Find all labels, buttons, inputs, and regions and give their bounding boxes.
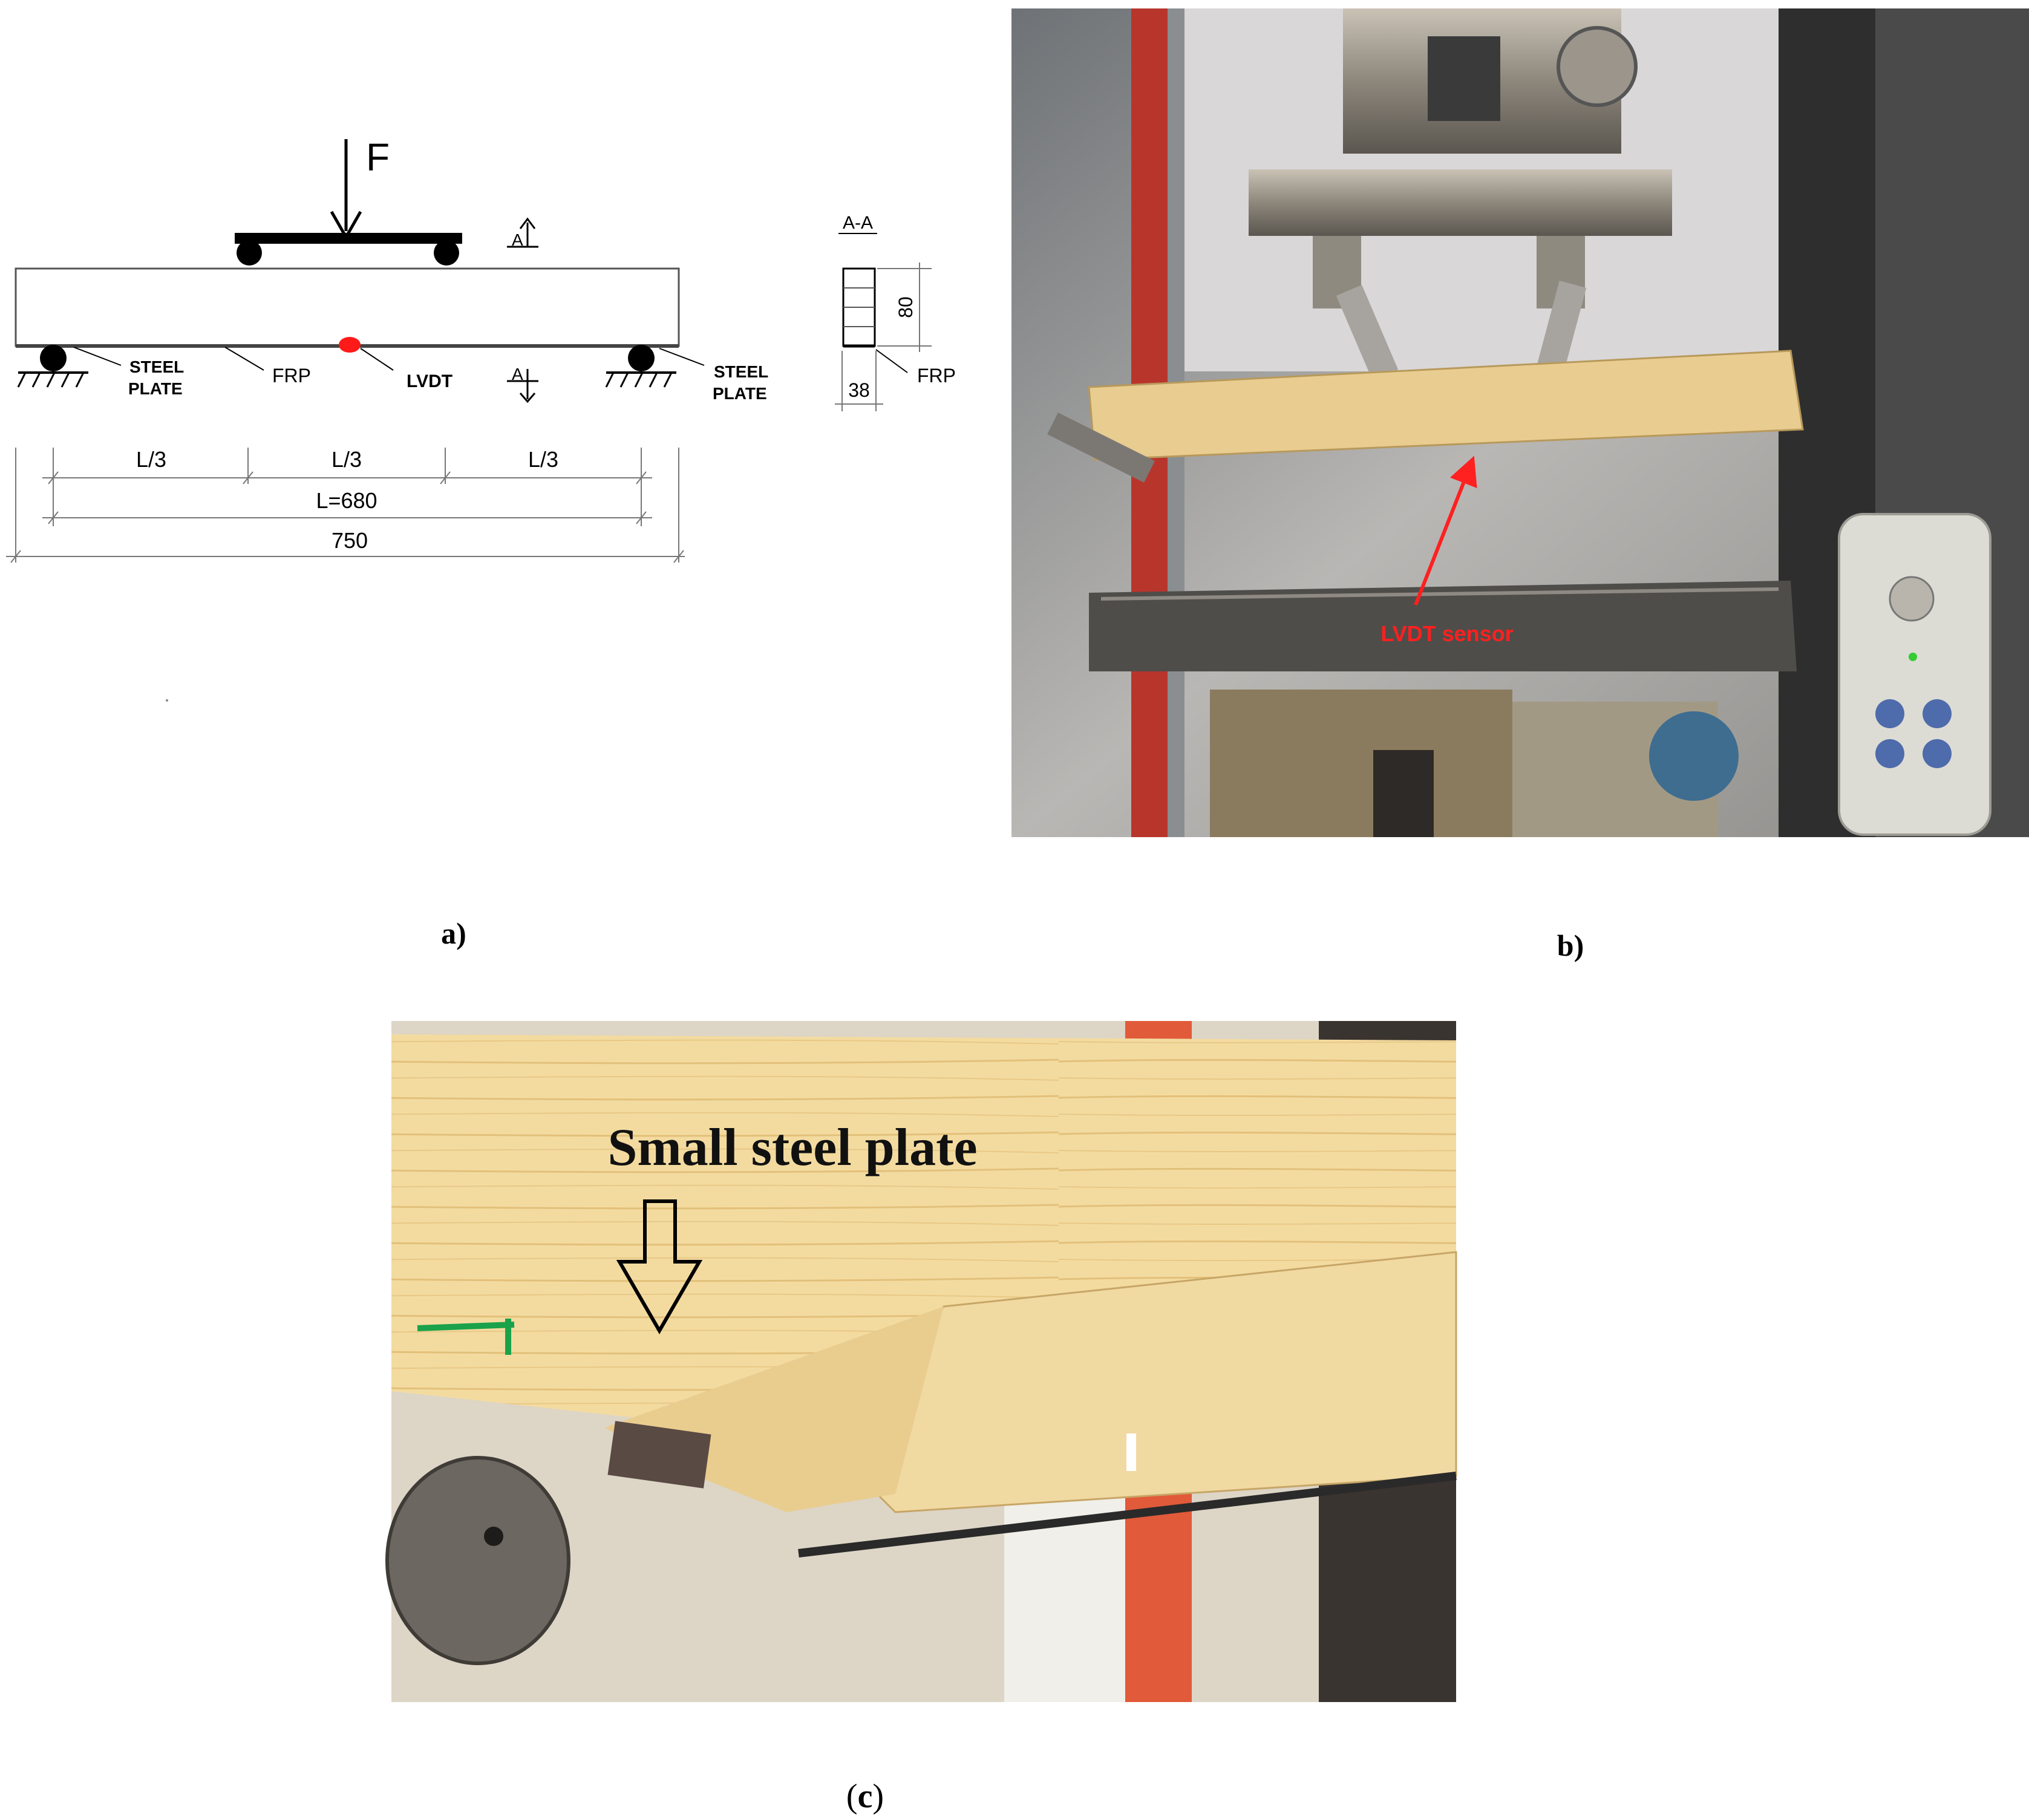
span-label-1: L/3	[136, 447, 166, 472]
frp-label: FRP	[272, 365, 311, 387]
left-support	[17, 345, 88, 388]
right-support	[605, 345, 676, 388]
overall-length-label: 750	[332, 528, 368, 553]
green-marker	[417, 1319, 515, 1355]
force-label: F	[366, 135, 390, 179]
section-height-label: 80	[895, 296, 916, 318]
load-roller-right	[434, 240, 459, 266]
small-steel-plate	[607, 1421, 711, 1489]
lvdt-sensor-arrow	[1414, 455, 1477, 606]
panel-a-caption: a)	[441, 916, 466, 950]
svg-text:A: A	[512, 365, 523, 383]
panel-a-diagram: F STEEL	[6, 135, 956, 950]
section-frp-label: FRP	[917, 365, 956, 387]
section-marker-bottom: A	[507, 365, 538, 403]
load-roller-right-photo	[1535, 281, 1587, 379]
lvdt-sensor-annotation: LVDT sensor	[1380, 621, 1513, 646]
lvdt-label: LVDT	[407, 371, 453, 391]
panel-c-caption: (c)	[846, 1778, 884, 1815]
steel-plate-left-label-1: STEEL	[129, 357, 184, 376]
lower-base	[1210, 690, 1512, 837]
lvdt-dot	[339, 337, 361, 353]
panel-c-photo: Small steel plate (c)	[385, 1021, 1457, 1815]
steel-plate-right-label-2: PLATE	[713, 384, 767, 403]
steel-plate-right-label-1: STEEL	[714, 362, 768, 381]
timber-beam	[15, 267, 680, 347]
white-mark	[1126, 1433, 1136, 1471]
lvdt-leader	[360, 348, 394, 371]
load-roller-left	[237, 240, 262, 266]
support-roller-left-photo	[1047, 413, 1155, 483]
steel-plate-annotation: Small steel plate	[607, 1118, 977, 1177]
section-dimensions	[835, 263, 932, 411]
timber-beam-upper	[391, 1034, 1456, 1440]
span-total-label: L=680	[316, 488, 377, 513]
cross-section	[842, 267, 876, 348]
panel-b-photo: LVDT sensor b)	[1011, 8, 2029, 962]
section-width-label: 38	[848, 379, 870, 401]
frp-leader	[224, 347, 264, 371]
support-roller-photo	[385, 1456, 570, 1665]
svg-text:A: A	[512, 230, 523, 249]
stray-dot	[166, 699, 168, 702]
section-marker-top: A	[507, 217, 538, 249]
steel-plate-right-leader	[659, 348, 705, 366]
loading-head	[1249, 169, 1672, 236]
steel-plate-left-label-2: PLATE	[128, 379, 183, 398]
dimension-lines	[6, 448, 685, 563]
span-label-2: L/3	[332, 447, 362, 472]
panel-b-caption: b)	[1557, 928, 1584, 962]
frp-strip-photo	[798, 1472, 1457, 1557]
section-title: A-A	[843, 213, 873, 233]
lower-fixture-bar	[1089, 581, 1797, 671]
load-roller-left-photo	[1336, 284, 1399, 381]
span-label-3: L/3	[528, 447, 558, 472]
loading-beam	[235, 233, 462, 244]
section-frp-leader	[875, 349, 908, 373]
control-pendant	[1838, 513, 1991, 836]
steel-plate-left-leader	[73, 347, 122, 366]
steel-plate-callout-arrow	[616, 1199, 703, 1334]
